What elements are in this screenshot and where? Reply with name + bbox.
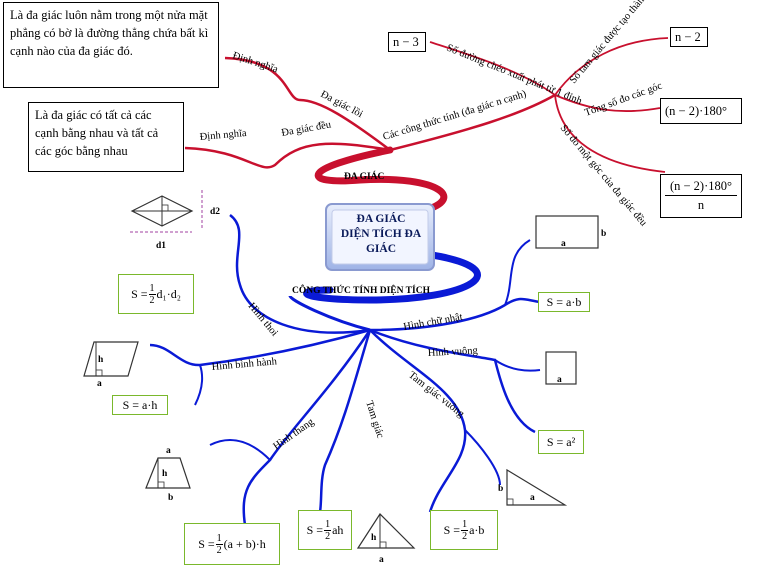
triangles-value-box: n − 2 [670, 27, 708, 47]
triangles-branch [554, 37, 669, 96]
triangle-figure: h a [356, 513, 416, 565]
each-angle-denominator: n [697, 198, 705, 212]
figure-labels-h-text: h [98, 355, 104, 365]
formulas-branch [389, 93, 556, 152]
regular-label: Đa giác đều [281, 119, 333, 139]
figure-labels-b-text: b [601, 229, 606, 239]
trapezoid-figure: a h b [145, 446, 191, 503]
right-triangle-figure: b a [498, 468, 568, 506]
diagonals-branch [429, 41, 556, 96]
figure-labels-a-text: a [379, 555, 384, 565]
convex-branch [224, 56, 391, 152]
center-title-line1: ĐA GIÁC [356, 213, 406, 225]
center-title: ĐA GIÁC DIỆN TÍCH ĐA GIÁC [334, 212, 428, 257]
polygon-branch-label: ĐA GIÁC [344, 170, 385, 182]
square-label: Hình vuông [428, 345, 479, 359]
figure-labels-h-text: h [371, 533, 377, 543]
parallelogram-figure: h a [83, 341, 139, 389]
each-angle-label: Số đo một góc của đa giác đều [558, 123, 650, 229]
angle-sum-value-box: (n − 2)·180° [660, 98, 742, 124]
figure-labels-a-text: a [530, 493, 535, 503]
each-angle-branch [554, 94, 666, 173]
rhombus-branch [229, 214, 371, 334]
figure-labels-b-text: b [498, 484, 503, 494]
figure-labels-a-text: a [557, 375, 562, 385]
figure-labels-a-text: a [97, 379, 102, 389]
rectangle-figure: a b [535, 215, 606, 249]
triangle-branch [318, 329, 372, 513]
regular-branch [184, 142, 391, 169]
figure-labels-d2-text: d2 [210, 207, 220, 217]
area-main-branch [303, 251, 481, 304]
parallelogram-label: Hình bình hành [211, 356, 278, 373]
rhombus-label: Hình thoi [246, 301, 280, 339]
triangle-label: Tam giác [363, 400, 386, 440]
center-title-line2: DIỆN TÍCH ĐA GIÁC [340, 228, 422, 255]
rectangle-formula: S = a·b [538, 292, 590, 312]
right-triangle-label: Tam giác vuông [406, 370, 467, 421]
diagonals-value-box: n − 3 [388, 32, 426, 52]
right-triangle-branch [369, 329, 467, 513]
square-figure: a [545, 351, 577, 385]
rectangle-branch [369, 297, 541, 332]
angle-sum-branch [554, 94, 661, 112]
figure-labels-b-text: b [168, 493, 173, 503]
each-angle-numerator: (n − 2)·180° [665, 177, 737, 196]
square-branch [369, 328, 536, 434]
figure-labels-a-text: a [561, 239, 566, 249]
rhombus-figure: d1 d2 [130, 190, 220, 251]
polygon-main-branch [314, 146, 448, 216]
trapezoid-branch [242, 329, 372, 526]
trapezoid-label: Hình thang [271, 416, 316, 452]
regular-definition-box: Là đa giác có tất cả các cạnh bằng nhau … [28, 102, 184, 172]
rectangle-label: Hình chữ nhật [403, 312, 464, 333]
parallelogram-branch [149, 328, 371, 367]
definition-label-1: Định nghĩa [231, 50, 279, 75]
convex-definition-box: Là đa giác luôn nằm trong một nửa mặt ph… [3, 2, 219, 88]
angle-sum-label: Tổng số đo các góc [583, 80, 664, 118]
parallelogram-formula: S = a·h [112, 395, 168, 415]
figure-labels-a-text: a [166, 446, 171, 456]
definition-label-2: Định nghĩa [199, 128, 247, 143]
square-formula: S = a² [538, 430, 584, 454]
figure-labels-h-text: h [162, 469, 168, 479]
figure-labels-d1-text: d1 [156, 241, 166, 251]
triangles-label: Số tam giác được tạo thành [568, 0, 651, 86]
area-branch-label: CÔNG THỨC TÍNH DIỆN TÍCH [292, 283, 431, 296]
each-angle-value-box: (n − 2)·180° n [660, 174, 742, 218]
